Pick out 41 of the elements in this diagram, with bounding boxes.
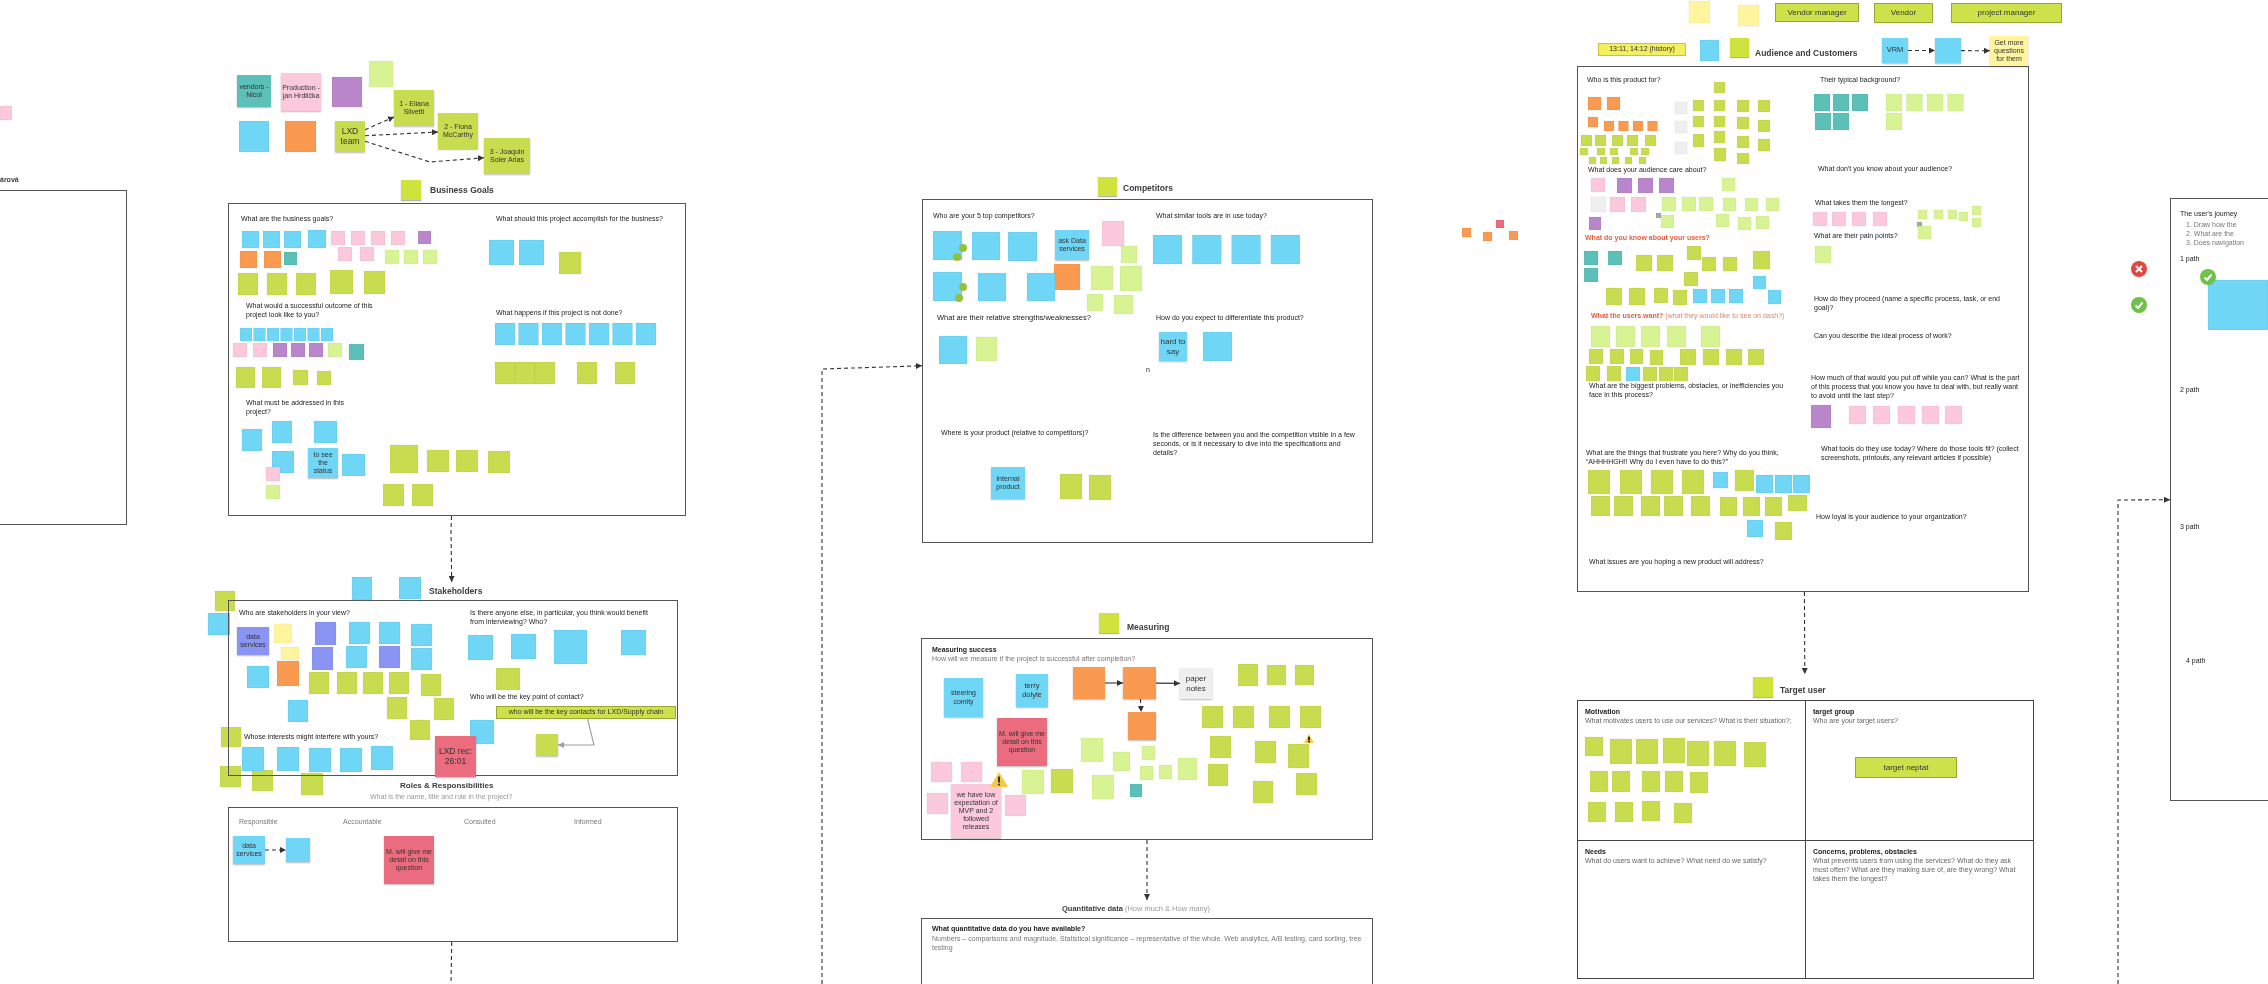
dashed-arrow [364, 140, 485, 163]
dashed-line [450, 941, 453, 984]
sticky-note [1128, 712, 1156, 740]
frame-title: Roles & Responsibilities [400, 781, 494, 791]
quadrant [1805, 700, 2034, 841]
dashed-arrow [264, 847, 287, 853]
dashed-arrow [2117, 496, 2171, 984]
tag: Vendor [1874, 3, 1933, 23]
frame-title: Stakeholders [429, 586, 483, 597]
arrow [1104, 680, 1124, 686]
sticky-note: LXD team [335, 121, 365, 152]
sticky-note [1935, 38, 1961, 63]
quadrant [1577, 840, 1806, 979]
dashed-arrow [364, 129, 439, 137]
sticky-note [536, 734, 558, 756]
quadrant [1577, 700, 1806, 841]
frame-title: Target user [1780, 685, 1826, 696]
sticky-note: LXD rec: 26:01 [435, 736, 476, 777]
sticky-note [1123, 667, 1156, 699]
arrow [557, 718, 595, 748]
dashed-arrow [821, 363, 923, 984]
tag: target neptat [1855, 757, 1957, 778]
arrow [1155, 680, 1181, 687]
dashed-arrow [448, 515, 455, 583]
tag: project manager [1951, 3, 2062, 23]
dashed-arrow [1907, 47, 1936, 54]
frame-title: Business Goals [430, 185, 494, 196]
dashed-arrow [1801, 591, 1808, 675]
sticky-note [1073, 667, 1105, 699]
sticky-note [286, 838, 310, 862]
tag: Vendor manager [1775, 3, 1859, 22]
frame-title: Measuring [1127, 622, 1170, 633]
dashed-arrow [1960, 47, 1991, 54]
dashed-arrow [1137, 698, 1144, 713]
quadrant [1805, 840, 2034, 979]
frame-title: Competitors [1123, 183, 1174, 194]
sticky-note: hard to say [1159, 332, 1187, 361]
frame-title: Audience and Customers [1755, 48, 1858, 59]
dashed-arrow [364, 116, 395, 131]
dashed-arrow [1144, 839, 1150, 901]
sticky-note: paper notes [1180, 668, 1212, 699]
